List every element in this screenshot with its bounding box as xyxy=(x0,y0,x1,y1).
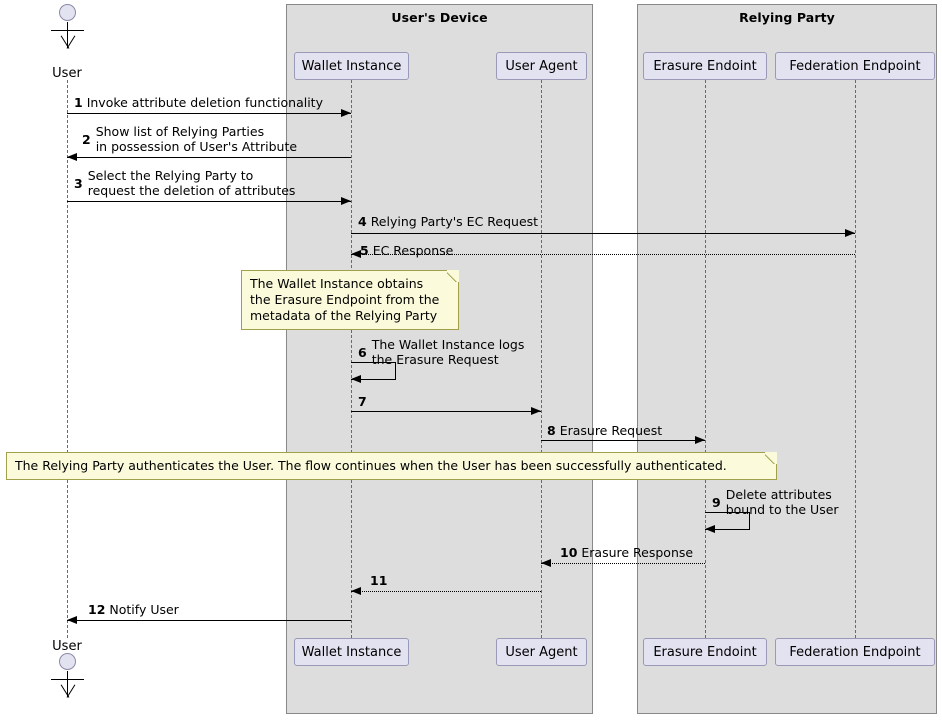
arrow-head-9 xyxy=(705,525,715,533)
lifeline-federation-endpoint xyxy=(855,80,856,638)
participant-user-agent-bottom[interactable]: User Agent xyxy=(496,638,587,666)
arrow-head-6 xyxy=(351,375,361,383)
arrow-head-2 xyxy=(67,152,77,161)
message-line-1[interactable] xyxy=(67,113,351,114)
note-fold-triangle xyxy=(765,452,777,464)
actor-arms-top xyxy=(51,30,84,31)
arrow-head-3 xyxy=(341,196,351,205)
arrow-head-11 xyxy=(351,586,361,595)
group-title-users-device: User's Device xyxy=(391,10,488,25)
participant-wallet-instance-bottom[interactable]: Wallet Instance xyxy=(294,638,409,666)
message-text: Notify User xyxy=(109,602,179,617)
self-message-6[interactable] xyxy=(351,362,396,380)
participant-erasure-endpoint-top[interactable]: Erasure Endoint xyxy=(643,52,767,80)
note-note-erasure-endpoint-metadata: The Wallet Instance obtains the Erasure … xyxy=(241,270,459,330)
message-text: Select the Relying Party to request the … xyxy=(87,168,296,198)
note-note-relying-party-authenticates: The Relying Party authenticates the User… xyxy=(6,452,777,480)
message-number: 6 xyxy=(358,344,367,360)
message-label-7: 7 xyxy=(358,394,371,409)
participant-label: Wallet Instance xyxy=(301,644,402,660)
message-number: 1 xyxy=(74,95,83,110)
group-title-relying-party: Relying Party xyxy=(739,10,835,25)
message-number: 4 xyxy=(358,214,367,229)
lifeline-user-agent xyxy=(541,80,542,638)
lifeline-erasure-endpoint xyxy=(705,80,706,638)
message-text: The Wallet Instance logs the Erasure Req… xyxy=(371,337,525,367)
arrow-head-8 xyxy=(695,435,705,444)
participant-label: Erasure Endoint xyxy=(653,644,757,660)
arrow-head-10 xyxy=(541,558,551,567)
participant-label: Federation Endpoint xyxy=(789,644,921,660)
participant-user-agent-top[interactable]: User Agent xyxy=(496,52,587,80)
message-line-12[interactable] xyxy=(67,620,351,621)
message-line-10[interactable] xyxy=(541,563,705,564)
message-label-9: 9 Delete attributes bound to the User xyxy=(712,487,839,517)
participant-label: User Agent xyxy=(505,644,578,660)
message-line-7[interactable] xyxy=(351,411,541,412)
arrow-head-5 xyxy=(351,249,361,258)
participant-federation-endpoint-top[interactable]: Federation Endpoint xyxy=(775,52,935,80)
lifeline-wallet-instance xyxy=(351,80,352,638)
message-label-4: 4 Relying Party's EC Request xyxy=(358,214,538,229)
arrow-head-12 xyxy=(67,615,77,624)
message-number: 2 xyxy=(82,131,91,147)
message-label-5: 5 EC Response xyxy=(360,243,453,258)
message-line-5[interactable] xyxy=(351,254,855,255)
message-text: Delete attributes bound to the User xyxy=(725,487,839,517)
note-fold-triangle xyxy=(447,270,459,282)
message-number: 8 xyxy=(547,423,556,438)
message-number: 3 xyxy=(74,175,83,191)
self-message-9[interactable] xyxy=(705,512,750,530)
group-box-relying-party: Relying Party xyxy=(637,4,937,714)
message-line-8[interactable] xyxy=(541,440,705,441)
participant-erasure-endpoint-bottom[interactable]: Erasure Endoint xyxy=(643,638,767,666)
participant-label: Federation Endpoint xyxy=(789,58,921,74)
message-label-11: 11 xyxy=(370,573,391,588)
actor-head-bottom xyxy=(58,653,76,670)
message-line-2[interactable] xyxy=(67,157,351,158)
participant-label: Wallet Instance xyxy=(301,58,402,74)
message-text: Relying Party's EC Request xyxy=(370,214,539,229)
message-label-6: 6 The Wallet Instance logs the Erasure R… xyxy=(358,337,524,367)
message-label-1: 1 Invoke attribute deletion functionalit… xyxy=(74,95,323,110)
message-number: 11 xyxy=(370,573,388,588)
message-text: EC Response xyxy=(372,243,454,258)
arrow-head-4 xyxy=(845,228,855,237)
actor-label-bottom: User xyxy=(52,639,82,654)
message-line-11[interactable] xyxy=(351,591,541,592)
message-line-3[interactable] xyxy=(67,201,351,202)
participant-label: Erasure Endoint xyxy=(653,58,757,74)
participant-wallet-instance-top[interactable]: Wallet Instance xyxy=(294,52,409,80)
participant-label: User Agent xyxy=(505,58,578,74)
message-text: Invoke attribute deletion functionality xyxy=(86,95,323,110)
message-label-12: 12 Notify User xyxy=(88,602,179,617)
message-number: 7 xyxy=(358,394,367,409)
note-fold-wrap-1 xyxy=(765,452,777,464)
message-line-4[interactable] xyxy=(351,233,855,234)
message-number: 9 xyxy=(712,494,721,510)
message-label-3: 3 Select the Relying Party to request th… xyxy=(74,168,295,198)
message-text: Erasure Response xyxy=(581,545,694,560)
arrow-head-1 xyxy=(341,108,351,117)
message-label-10: 10 Erasure Response xyxy=(560,545,693,560)
actor-arms-bottom xyxy=(51,679,84,680)
actor-body-top xyxy=(67,22,68,48)
arrow-head-7 xyxy=(531,406,541,415)
message-text: Show list of Relying Parties in possessi… xyxy=(95,124,298,154)
message-label-8: 8 Erasure Request xyxy=(547,423,662,438)
actor-body-bottom xyxy=(67,671,68,697)
actor-label-top: User xyxy=(52,66,82,81)
message-label-2: 2 Show list of Relying Parties in posses… xyxy=(82,124,297,154)
message-number: 12 xyxy=(88,602,106,617)
note-fold-wrap-0 xyxy=(447,270,459,282)
actor-head-top xyxy=(58,4,76,21)
message-number: 5 xyxy=(360,243,369,258)
participant-federation-endpoint-bottom[interactable]: Federation Endpoint xyxy=(775,638,935,666)
message-text: Erasure Request xyxy=(559,423,663,438)
message-number: 10 xyxy=(560,545,578,560)
actor-lifeline xyxy=(67,80,68,638)
